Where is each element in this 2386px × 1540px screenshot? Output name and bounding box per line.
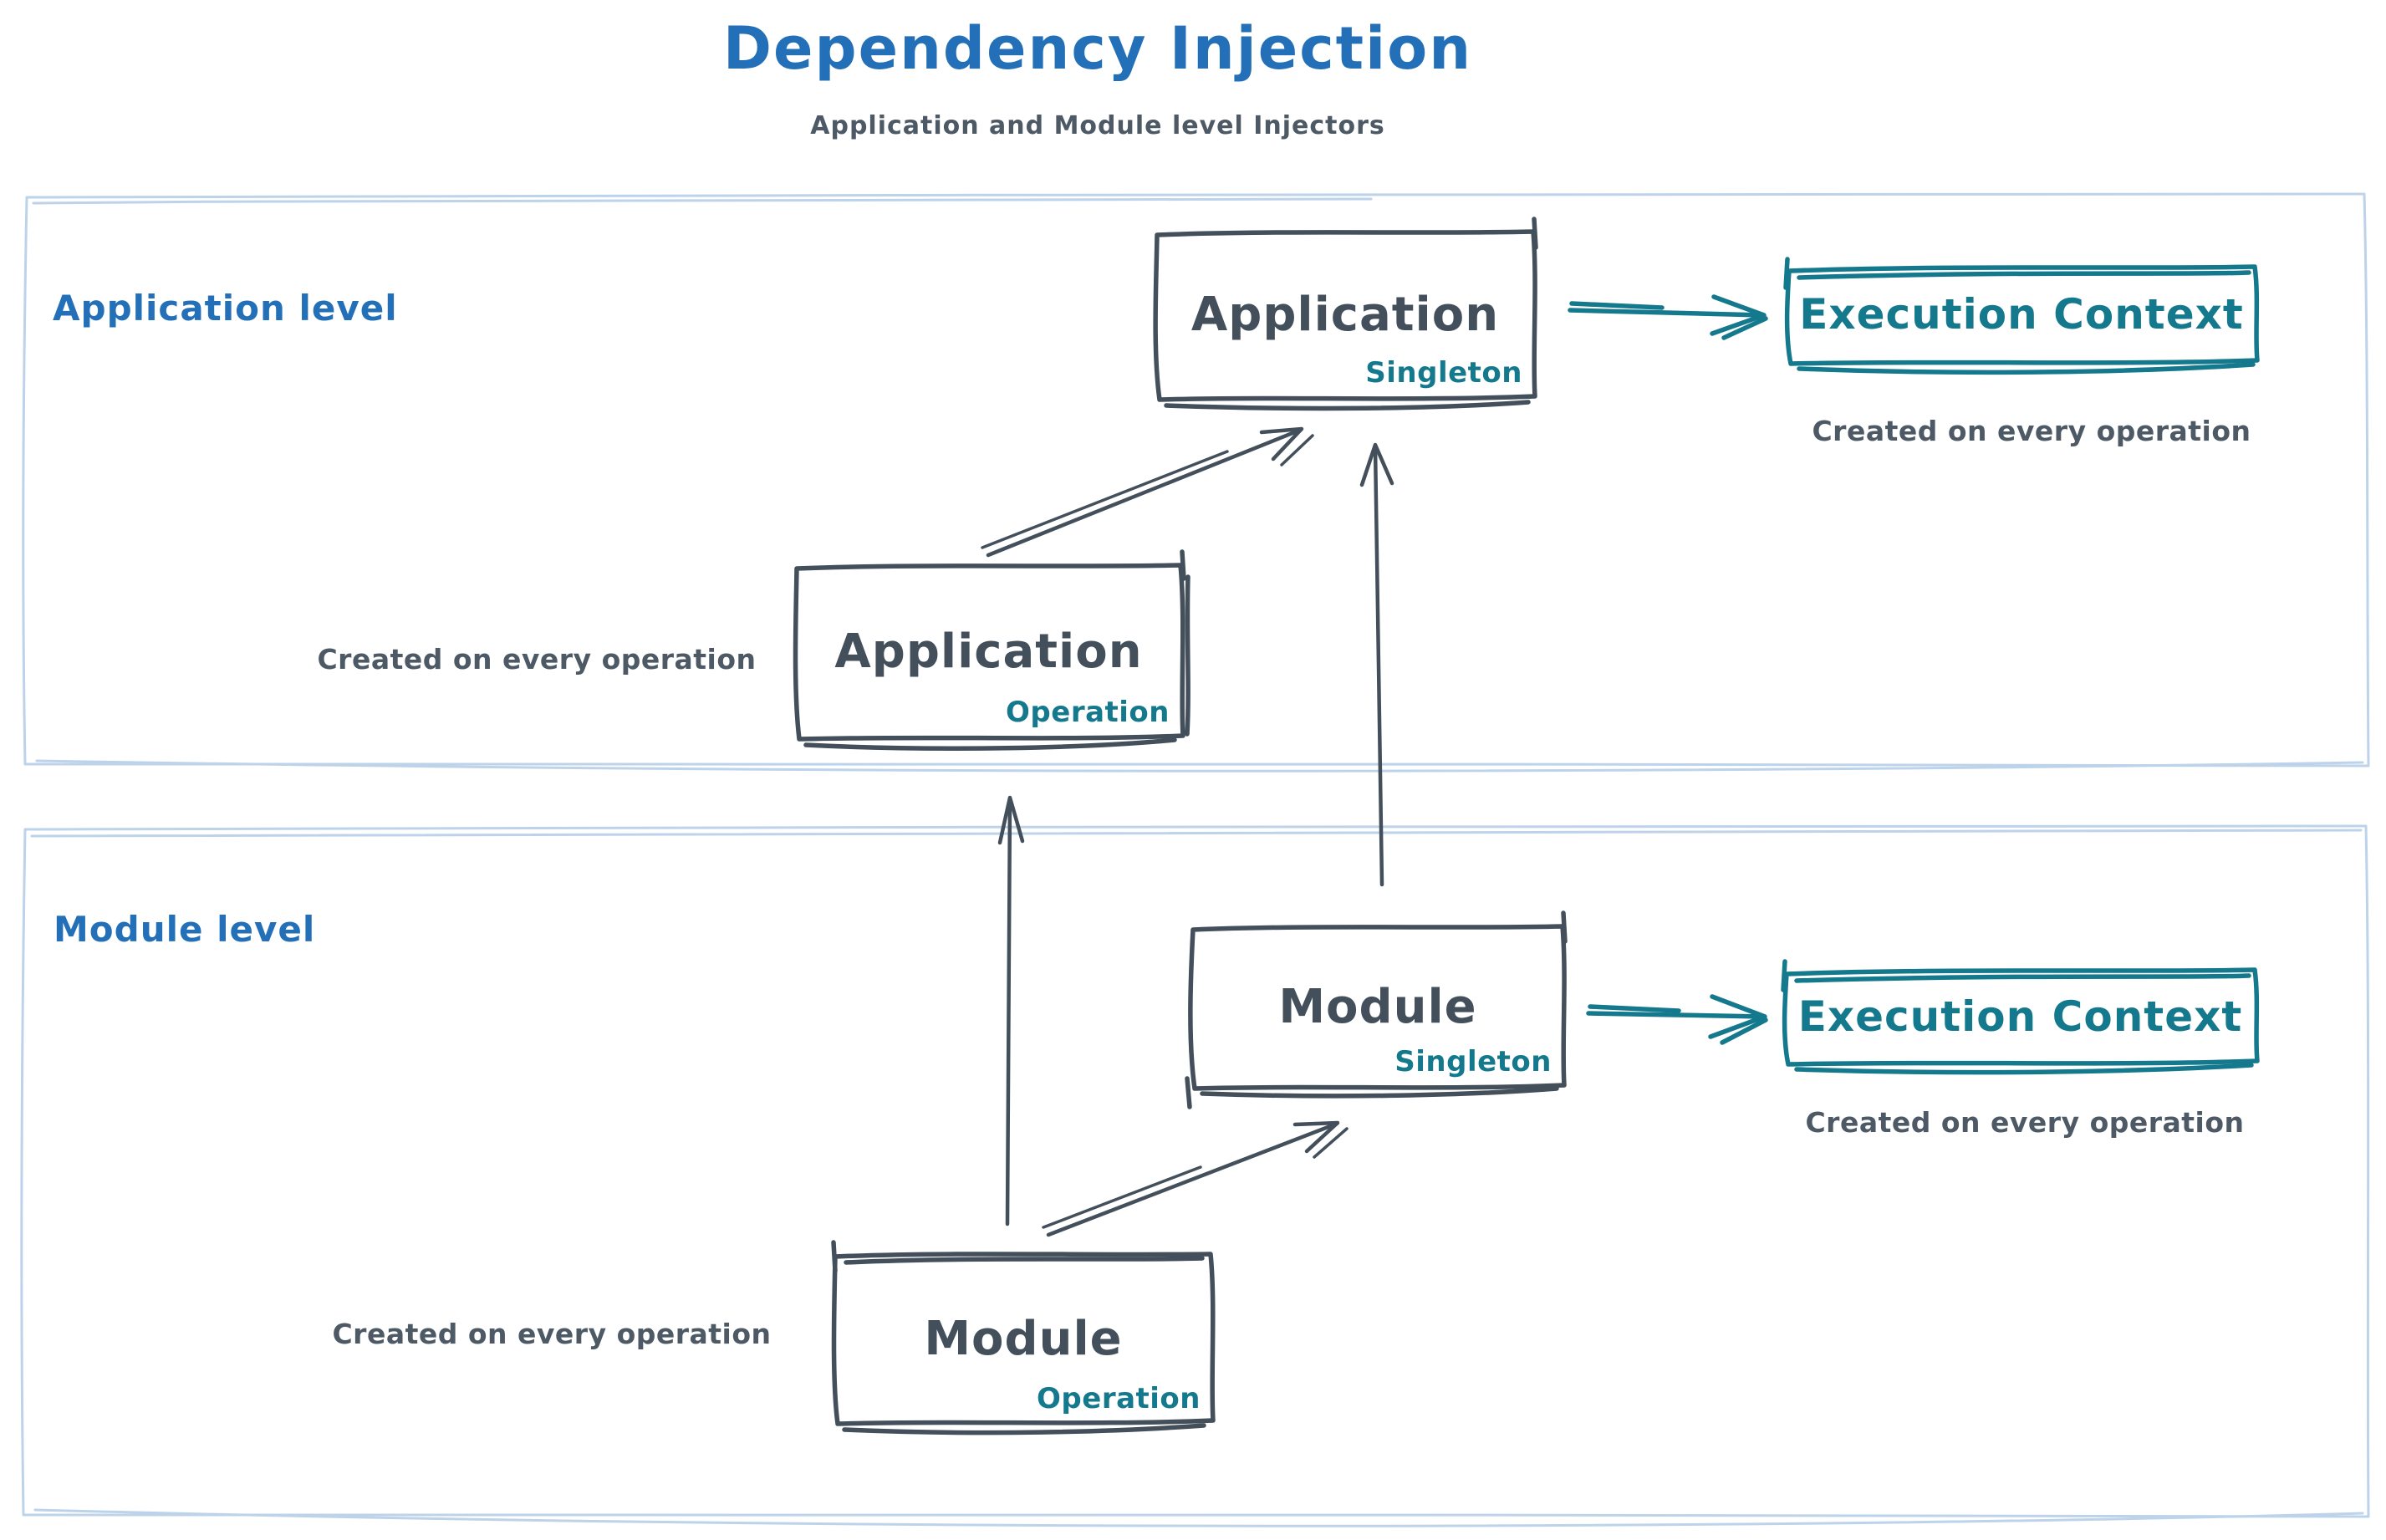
module-operation-box — [831, 1240, 1216, 1435]
page-subtitle: Application and Module level Injectors — [810, 111, 1385, 140]
application-level-label: Application level — [53, 288, 398, 329]
page-title: Dependency Injection — [722, 14, 1473, 83]
app-singleton-box — [1153, 217, 1538, 411]
module-execution-context-box — [1781, 959, 2260, 1075]
module-singleton-node: Module Singleton — [1190, 925, 1565, 1089]
module-level-label: Module level — [54, 909, 316, 950]
app-operation-scope: Operation — [1006, 696, 1170, 729]
arrow-app-singleton-to-execution-context — [1568, 294, 1768, 340]
module-execution-context-label: Execution Context — [1797, 992, 2243, 1041]
arrow-module-operation-to-module-singleton — [1042, 1120, 1348, 1237]
app-singleton-scope: Singleton — [1365, 356, 1522, 390]
app-operation-node: Application Operation — [794, 563, 1183, 739]
app-operation-label: Application — [834, 624, 1143, 679]
app-execution-note: Created on every operation — [1812, 415, 2251, 447]
arrow-module-singleton-to-execution-context — [1586, 994, 1768, 1045]
module-singleton-scope: Singleton — [1394, 1045, 1552, 1079]
app-execution-context-node: Execution Context — [1786, 265, 2257, 364]
module-operation-scope: Operation — [1037, 1382, 1201, 1415]
module-operation-node: Module Operation — [833, 1252, 1214, 1425]
app-operation-note: Created on every operation — [317, 643, 757, 676]
module-execution-note: Created on every operation — [1805, 1106, 2245, 1139]
app-execution-context-box — [1783, 257, 2260, 375]
module-singleton-box — [1185, 910, 1568, 1109]
module-singleton-label: Module — [1278, 979, 1477, 1034]
arrow-module-operation-to-app-operation — [997, 795, 1025, 1226]
module-container-border — [20, 824, 2370, 1518]
application-level-container — [22, 192, 2370, 773]
arrow-module-singleton-to-app-singleton — [1359, 442, 1394, 887]
app-operation-box — [793, 549, 1190, 752]
arrow-app-operation-to-app-singleton — [981, 426, 1314, 558]
app-singleton-node: Application Singleton — [1155, 230, 1536, 400]
module-operation-note: Created on every operation — [332, 1318, 772, 1350]
app-execution-context-label: Execution Context — [1799, 290, 2244, 339]
application-container-border — [22, 192, 2370, 767]
module-execution-context-node: Execution Context — [1783, 968, 2257, 1064]
module-operation-label: Module — [924, 1311, 1123, 1366]
application-container-border-pass2 — [32, 197, 2364, 773]
app-singleton-label: Application — [1190, 288, 1500, 342]
